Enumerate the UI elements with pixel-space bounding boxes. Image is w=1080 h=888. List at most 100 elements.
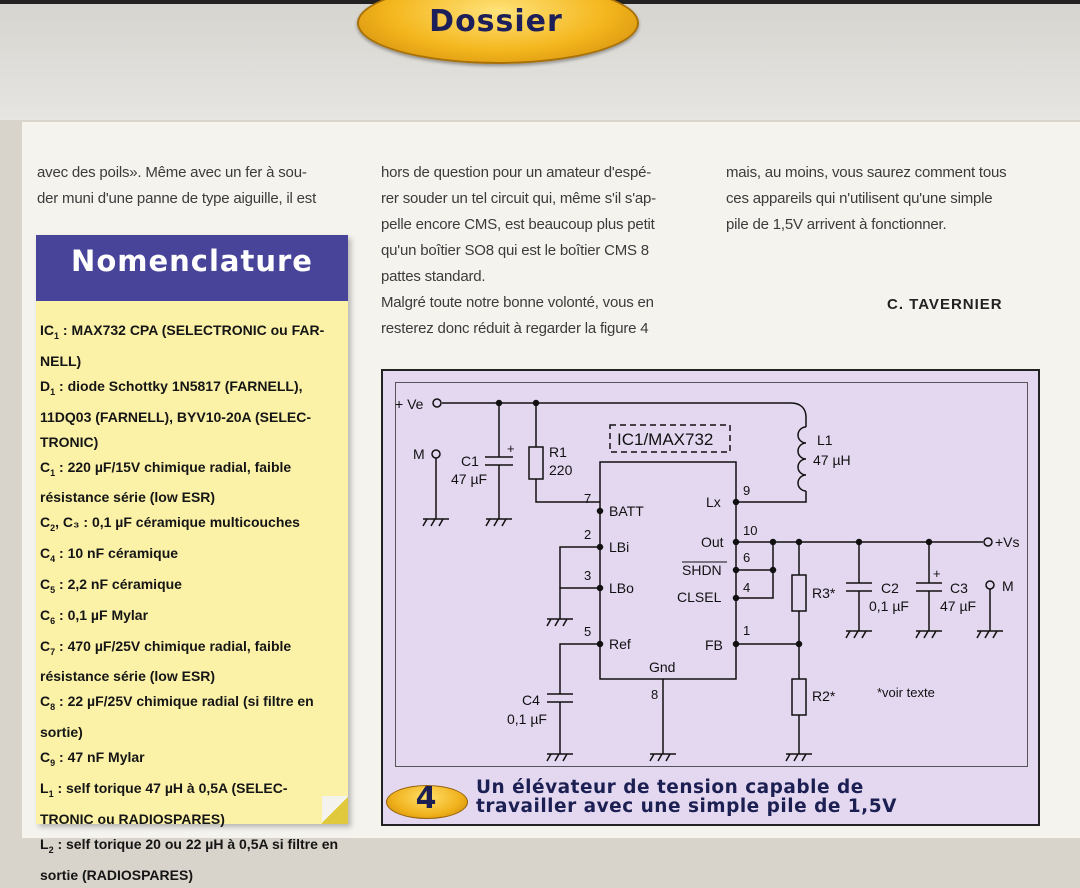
- terminal-m-left: [431, 449, 441, 459]
- pin-label-lx: Lx: [706, 494, 721, 510]
- pin-number-3: 3: [584, 568, 591, 583]
- inductor-l1: [736, 417, 807, 503]
- nomenclature-item: L2 : self torique 20 ou 22 µH à 0,5A si …: [40, 832, 340, 888]
- component-ref: C: [40, 693, 51, 710]
- component-ref: D: [40, 377, 51, 394]
- label-r3: R3*: [812, 585, 836, 601]
- label-c3: C3: [950, 580, 968, 596]
- component-index: 4: [50, 553, 56, 564]
- value-c4: 0,1 µF: [507, 711, 547, 727]
- ground-m-right: [976, 589, 1003, 639]
- label-m-right: M: [1002, 578, 1014, 594]
- pin-dots: [596, 498, 740, 648]
- nomenclature-panel: [36, 235, 348, 824]
- component-ref: C: [40, 606, 51, 623]
- schematic-diagram: + Ve M + C1 47 µF R1 220 IC1/MAX732 BATT…: [395, 396, 1020, 762]
- author-byline: C. TAVERNIER: [887, 296, 1003, 313]
- label-ve: + Ve: [395, 396, 424, 412]
- nomenclature-item: C8 : 22 µF/25V chimique radial (si filtr…: [40, 689, 340, 745]
- resistor-r1: [528, 446, 544, 480]
- value-c3: 47 µF: [940, 598, 976, 614]
- component-ref: C: [40, 514, 51, 531]
- article-col2-text: hors de question pour un amateur d'espé-…: [381, 164, 656, 337]
- article-column-1: avec des poils». Même avec un fer à sou-…: [37, 160, 357, 212]
- component-description: : 2,2 nF céramique: [55, 575, 182, 592]
- article-col3-text: mais, au moins, vous saurez comment tous…: [726, 164, 1007, 233]
- pin-number-7: 7: [584, 491, 591, 506]
- component-description: : diode Schottky 1N5817 (FARNELL), 11DQ0…: [40, 377, 311, 450]
- component-description: : 22 µF/25V chimique radial (si filtre e…: [40, 693, 314, 741]
- component-description: : 220 µF/15V chimique radial, faible rés…: [40, 458, 292, 506]
- pin-label-lbo: LBo: [609, 580, 634, 596]
- ic-max732-body: [599, 461, 737, 680]
- nomenclature-item: C5 : 2,2 nF céramique: [40, 572, 340, 603]
- resistor-r3: [791, 574, 807, 612]
- section-tab-label: Dossier: [429, 4, 563, 39]
- pin-label-batt: BATT: [609, 503, 644, 519]
- nomenclature-item: C4 : 10 nF céramique: [40, 541, 340, 572]
- component-index: 5: [50, 584, 56, 595]
- label-c4: C4: [522, 692, 540, 708]
- component-description: : self torique 47 µH à 0,5A (SELEC-TRONI…: [40, 779, 288, 827]
- component-index: 8: [50, 702, 56, 713]
- component-description: , C₃ : 0,1 µF céramique multicouches: [55, 514, 300, 531]
- nomenclature-list: IC1 : MAX732 CPA (SELECTRONIC ou FAR-NEL…: [40, 318, 340, 888]
- component-ref: C: [40, 749, 51, 766]
- component-index: 9: [50, 757, 56, 768]
- component-ref: IC: [40, 322, 54, 338]
- ground-ic: [649, 679, 676, 762]
- value-r1: 220: [549, 462, 573, 478]
- label-r2: R2*: [812, 688, 836, 704]
- nomenclature-header: [36, 235, 348, 301]
- nomenclature-title: Nomenclature: [71, 244, 313, 278]
- nomenclature-item: IC1 : MAX732 CPA (SELECTRONIC ou FAR-NEL…: [40, 318, 340, 374]
- nomenclature-item: C6 : 0,1 µF Mylar: [40, 603, 340, 634]
- ic-label: IC1/MAX732: [617, 430, 713, 449]
- pin-number-5: 5: [584, 624, 591, 639]
- label-vs: +Vs: [995, 534, 1020, 550]
- page-curl: [322, 796, 348, 824]
- value-c2: 0,1 µF: [869, 598, 909, 614]
- junction-node: [495, 399, 503, 407]
- component-index: 1: [54, 330, 60, 341]
- component-ref: L: [40, 835, 49, 852]
- pin-number-4: 4: [743, 580, 750, 595]
- component-ref: C: [40, 637, 51, 654]
- component-description: : MAX732 CPA (SELECTRONIC ou FAR-NELL): [40, 322, 325, 369]
- nomenclature-item: C1 : 220 µF/15V chimique radial, faible …: [40, 455, 340, 511]
- resistor-r2: [791, 678, 807, 716]
- component-description: : 47 nF Mylar: [55, 749, 145, 766]
- note-voir-texte: *voir texte: [877, 685, 935, 700]
- component-index: 1: [50, 386, 56, 397]
- component-description: : 470 µF/25V chimique radial, faible rés…: [40, 637, 292, 685]
- wire-r1-batt: [535, 479, 600, 503]
- nomenclature-item: C9 : 47 nF Mylar: [40, 745, 340, 776]
- junction-node: [532, 399, 540, 407]
- component-ref: L: [40, 779, 49, 796]
- capacitor-c1: [485, 447, 513, 527]
- c3-polarity: +: [933, 566, 941, 581]
- pin-label-gnd: Gnd: [649, 659, 675, 675]
- ic-label-frame: [609, 424, 731, 453]
- pin-label-out: Out: [701, 534, 724, 550]
- pin-number-1: 1: [743, 623, 750, 638]
- component-index: 1: [50, 467, 56, 478]
- pin-number-9: 9: [743, 483, 750, 498]
- nomenclature-item: C2, C₃ : 0,1 µF céramique multicouches: [40, 510, 340, 541]
- component-index: 6: [50, 615, 56, 626]
- component-description: : 10 nF céramique: [55, 545, 179, 562]
- component-ref: C: [40, 545, 51, 562]
- terminal-m-right: [985, 580, 995, 590]
- label-c2: C2: [881, 580, 899, 596]
- component-ref: C: [40, 575, 51, 592]
- value-l1: 47 µH: [813, 452, 851, 468]
- pin-label-ref: Ref: [609, 636, 631, 652]
- figure-caption: Un élévateur de tension capable de trava…: [476, 777, 897, 817]
- wire-left-side: [546, 546, 600, 694]
- label-m-left: M: [413, 446, 425, 462]
- component-ref: C: [40, 458, 51, 475]
- pin-label-clsel: CLSEL: [677, 589, 722, 605]
- c1-polarity: +: [507, 441, 515, 456]
- pin-label-shdn: SHDN: [682, 562, 722, 578]
- nomenclature-item: L1 : self torique 47 µH à 0,5A (SELEC-TR…: [40, 776, 340, 832]
